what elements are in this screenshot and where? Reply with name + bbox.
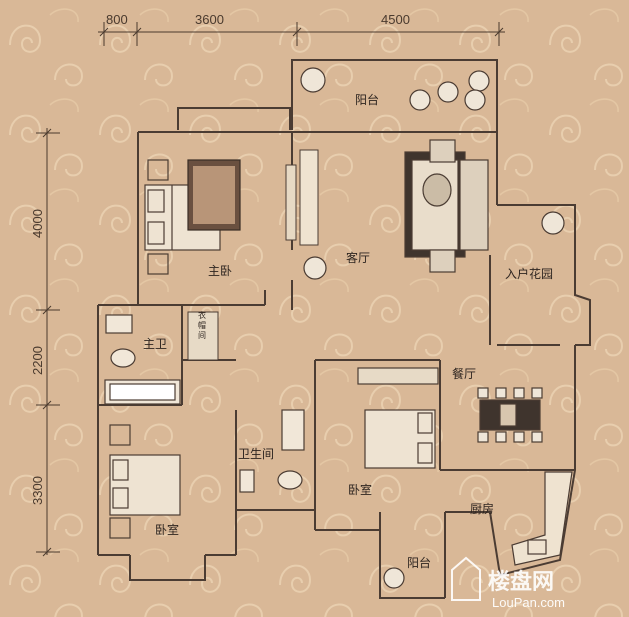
master-rug-inner [193,166,235,224]
dimension-top-2: 3600 [195,12,224,27]
dimension-lines-top [98,22,505,46]
watermark-url: LouPan.com [492,595,565,610]
master-tv-cabinet [285,164,297,241]
watermark-logo: 楼盘网 LouPan.com [451,556,565,610]
living-room-sofa-set [404,139,489,273]
dimension-left-1: 4000 [30,209,45,238]
room-label-dining: 餐厅 [452,366,476,381]
dimension-left-2: 2200 [30,346,45,375]
room-label-bedroom-middle: 卧室 [348,482,372,497]
plant-icons [300,67,565,589]
room-label-master-bath: 主卫 [143,337,167,351]
closet-label-char: 帽 [198,320,206,330]
room-label-balcony-top: 阳台 [355,92,379,107]
dimension-left-3: 3300 [30,476,45,505]
dimension-lines-left [36,128,60,557]
closet-label-char: 间 [198,331,206,340]
left-bed [109,424,181,539]
room-label-living-room: 客厅 [346,250,370,265]
room-label-kitchen: 厨房 [470,501,494,516]
closet-box [187,311,219,361]
middle-bed [357,367,439,469]
closet-label-text: 衣 [198,310,206,320]
living-cabinet [299,149,319,246]
dimension-top-1: 800 [106,12,128,27]
walls [97,59,591,599]
room-label-bedroom-left: 卧室 [155,522,179,537]
room-label-master-bedroom: 主卧 [208,264,232,278]
kitchen-counter [511,471,573,566]
bathroom-fixtures [239,409,305,493]
master-bath-fixtures [104,314,181,405]
room-label-bathroom: 卫生间 [238,447,274,461]
room-label-closet: 衣 帽间 [198,310,209,340]
watermark-brand: 楼盘网 [488,569,554,595]
dining-table [477,387,543,443]
balcony-chairs [409,81,486,111]
room-label-entry-garden: 入户花园 [505,266,553,281]
dimension-top-3: 4500 [381,12,410,27]
room-label-balcony-bottom: 阳台 [407,555,431,570]
